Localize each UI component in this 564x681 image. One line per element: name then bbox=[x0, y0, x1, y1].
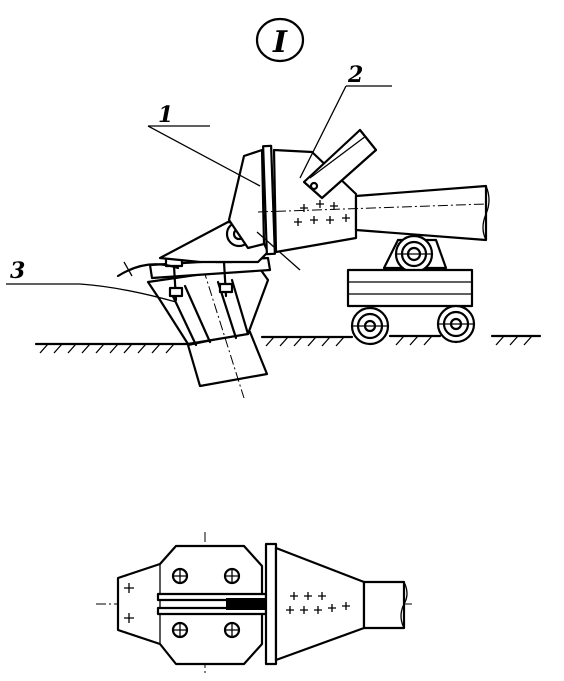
foundation-base bbox=[116, 250, 272, 399]
ground-line bbox=[34, 334, 542, 354]
sling-wire bbox=[116, 263, 180, 278]
hinge-bracket bbox=[158, 144, 301, 271]
callout-3: 3 bbox=[6, 258, 177, 303]
view-marker-circle bbox=[255, 17, 305, 63]
callout-1: 1 bbox=[147, 102, 261, 187]
plan-beam-stub bbox=[362, 580, 406, 630]
leader-line-3 bbox=[79, 283, 177, 303]
inclined-strut bbox=[302, 128, 378, 200]
callout-label-2: 2 bbox=[347, 62, 363, 88]
callout-2: 2 bbox=[299, 62, 392, 179]
trolley-wheel-right bbox=[436, 304, 476, 344]
plan-view bbox=[96, 532, 412, 676]
transport-trolley bbox=[346, 234, 476, 346]
view-marker-label: I bbox=[272, 25, 288, 60]
plan-socket-cone bbox=[274, 546, 366, 662]
flange-plate bbox=[262, 144, 276, 256]
beam-axis bbox=[257, 203, 487, 213]
pile-axis bbox=[197, 251, 245, 399]
trolley-platform bbox=[346, 268, 474, 308]
horizontal-beam bbox=[257, 184, 490, 242]
callout-label-1: 1 bbox=[158, 102, 173, 128]
leader-line-2 bbox=[299, 85, 347, 179]
callout-label-3: 3 bbox=[10, 258, 25, 284]
plan-bolt-holes bbox=[171, 567, 241, 639]
trolley-wheel-left bbox=[350, 306, 390, 346]
view-marker: I bbox=[255, 17, 305, 63]
beam-body bbox=[354, 184, 488, 242]
leader-line-1 bbox=[147, 125, 261, 187]
head-cone bbox=[227, 148, 266, 250]
plan-flange-plate bbox=[264, 542, 278, 666]
